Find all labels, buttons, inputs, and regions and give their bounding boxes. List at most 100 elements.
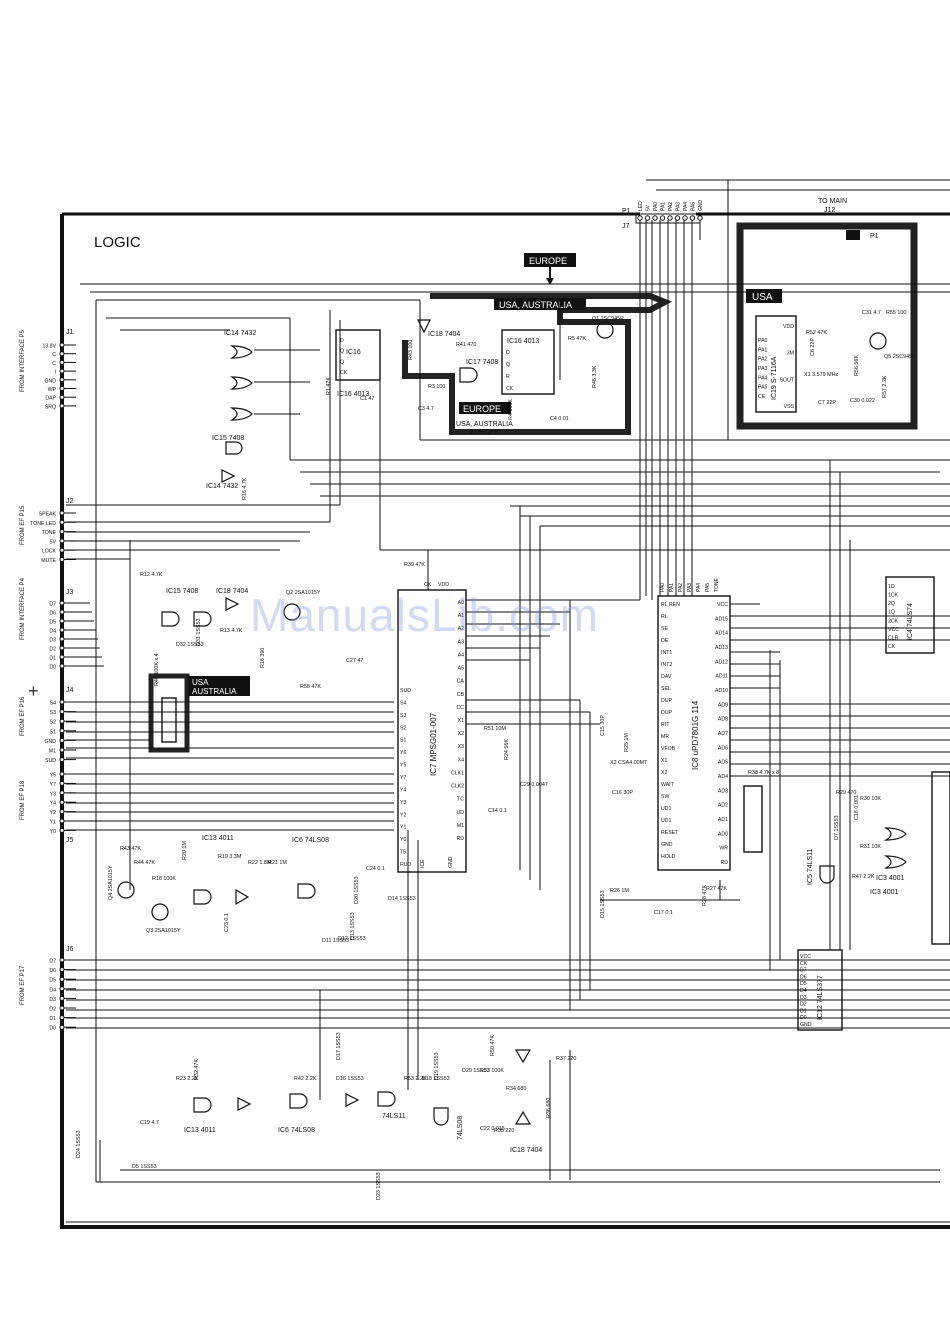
component-68: R23 2.2K	[176, 1076, 199, 1082]
gate-ic18-7404-a: IC18 7404	[216, 588, 248, 595]
ic7-left_pins-13: T5	[400, 850, 406, 856]
usa-australia-europe-1: USA, AUSTRALIA	[456, 421, 513, 428]
component-43: C17 0.1	[654, 910, 673, 916]
connector-j3-pin-4: D3	[49, 638, 56, 644]
connector-pin	[59, 636, 65, 642]
gate-ic6-74ls08-c: IC6 74LS08	[278, 1127, 315, 1134]
ic12-pins-9: D0	[800, 1015, 807, 1021]
ic12-label: IC12 74LS377	[817, 975, 824, 1020]
component-7: C4 0.01	[550, 416, 569, 422]
gate-ic5-74ls11: 74LS11	[382, 1113, 406, 1120]
ic-pin-labels: SUDS4S3S2S1Y6Y5Y7Y4Y3Y2Y1Y0T5RUDA0A1A2A3…	[340, 324, 899, 1028]
ic8-top-4: PA4	[696, 583, 702, 592]
ic12-pins-7: D2	[800, 1002, 807, 1008]
component-65: D12 1SS53	[338, 936, 366, 942]
ic8-left_pins-10: RIT	[661, 722, 670, 728]
ic8-top-0: PA0	[660, 583, 666, 592]
ic16b-pins-3: CK	[506, 386, 514, 392]
component-78: D19 1SS53	[434, 1052, 440, 1080]
connector-j2-pin-4: LOCK	[42, 549, 57, 555]
component-34: C29 0.0047	[520, 782, 548, 788]
ic4-pins-6: CLR	[888, 635, 899, 641]
gate-labels: IC14 7432 IC15 7408 IC14 7432 IC15 7408 …	[166, 330, 899, 1154]
component-0: R1 47K	[326, 377, 332, 395]
ic7-left_pins-9: Y3	[400, 800, 406, 806]
ic8-right_pins-7: AD9	[718, 702, 728, 708]
connector-j2-pin-3: 5V	[50, 539, 57, 545]
side-label-3: FROM EF P16	[20, 696, 26, 736]
connector-j1-pin-1: C	[52, 352, 56, 358]
connector-j5-pin-6: Y0	[50, 829, 56, 835]
ic8-left_pins-18: UD1	[661, 818, 671, 824]
ic19-left_pins-4: PA4	[758, 375, 768, 381]
connector-j4-pin-1: S3	[50, 710, 56, 716]
ic8-left_pins-20: GND	[661, 842, 673, 848]
component-25: R13 4.7K	[220, 628, 243, 634]
connector-j1-pin-2: C	[52, 361, 56, 367]
component-23: D32 1SS53	[176, 642, 204, 648]
connector-j1-pin-7: SRQ	[45, 404, 56, 410]
ic4-pins-4: 2CK	[888, 618, 899, 624]
ic7-bottom-1: GND	[448, 856, 454, 868]
component-15: R56 56K	[854, 355, 860, 376]
connector-pin	[59, 342, 65, 348]
ic12-pins-0: VCC	[800, 954, 811, 960]
connector-j1-label: J1	[66, 329, 74, 336]
ic8-left_pins-0: RL REN	[661, 602, 680, 608]
ic19-right_pins-3: VSS	[784, 404, 795, 410]
ic7-label: IC7 MPSG01-007	[429, 712, 438, 776]
ic8-left_pins-13: X1	[661, 758, 667, 764]
ic8-top-5: PA5	[705, 583, 711, 592]
side-label-4: FROM EF P18	[20, 780, 26, 820]
component-46: R29 470	[836, 790, 856, 796]
ic7-right_pins-11: X3	[458, 744, 464, 750]
ic19-left_pins-1: PA1	[758, 347, 768, 353]
ic4-pins-0: 1D	[888, 584, 895, 590]
connector-j2-pin-2: TONE	[42, 530, 57, 536]
component-56: Q3 2SA1015Y	[146, 928, 181, 934]
crop-mark: +	[28, 683, 39, 703]
ic12-pins-5: D4	[800, 988, 807, 994]
j7-pin	[659, 215, 666, 221]
j7-pin	[682, 215, 688, 221]
component-59: R22 1.8M	[248, 860, 272, 866]
side-label-5: FROM EF P17	[20, 965, 26, 1005]
j7-label: J7	[622, 223, 630, 230]
component-8: R5 47K	[568, 336, 586, 342]
connector-j1-pin-3: I	[55, 370, 56, 376]
component-44: R27 47K	[706, 886, 727, 892]
connector-j5-pin-1: Y7	[50, 782, 56, 788]
ic7-left_pins-12: Y0	[400, 837, 406, 843]
ic8-right_pins-10: AD6	[718, 745, 728, 751]
ic7-right_pins-8: CC	[457, 705, 465, 711]
component-42: D15 1SS53	[600, 890, 606, 918]
connector-j4-pin-3: S1	[50, 729, 56, 735]
component-70: C19 4.7	[140, 1120, 159, 1126]
ic7-top-1: VDD	[438, 582, 449, 588]
ic7-left_pins-2: S3	[400, 713, 406, 719]
connector-j3-pin-7: D0	[49, 665, 56, 671]
j7-pin-5: PA3	[676, 202, 682, 211]
connector-pin	[59, 557, 65, 562]
ic16b-pins-0: D	[506, 350, 510, 356]
ic7-left_pins-10: Y2	[400, 812, 406, 818]
connector-j1-pin-6: DAP	[45, 396, 56, 402]
component-86: C22 0.015	[480, 1126, 505, 1132]
ic8-right_pins-2: AD14	[715, 631, 728, 637]
ic4-pins-2: 2Q	[888, 601, 895, 607]
component-41: R26 1M	[610, 888, 629, 894]
connector-pin	[59, 609, 65, 615]
ic7-right_pins-6: CA	[457, 679, 465, 685]
ic12-pins-6: D3	[800, 995, 807, 1001]
connector-j3-label: J3	[66, 589, 74, 596]
usa-australia-region: USA, AUSTRALIA EUROPE USA, AUSTRALIA EUR…	[402, 293, 673, 436]
connector-j6-pin-1: D6	[49, 968, 56, 974]
ic16-pins-1: Q	[340, 349, 344, 355]
side-label-2: FROM INTERFACE P4	[20, 577, 26, 640]
ic8-left_pins-15: WAIT	[661, 782, 675, 788]
gate-ic6-74ls08-b: 74LS08	[457, 1116, 464, 1140]
j7-pin	[637, 215, 643, 221]
component-19: R55 100	[886, 310, 906, 316]
ic7-right_pins-4: A4	[458, 652, 464, 658]
